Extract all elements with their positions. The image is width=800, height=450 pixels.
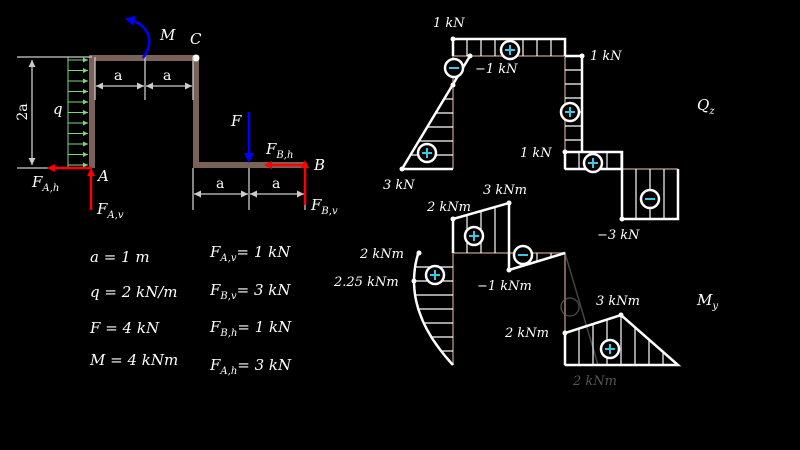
label-M: M [159,26,176,44]
minus-sign-icon [443,57,465,79]
distributed-load-q [67,57,88,168]
plus-sign-icon [599,338,621,360]
shear-value: 1 kN [433,16,465,31]
minus-sign-icon [639,188,661,210]
moment-value-faded: 2 kNm [572,374,617,389]
moment-value: 2.25 kNm [333,275,399,290]
plus-sign-icon [499,39,521,61]
dim-label-a: a [272,176,280,192]
plus-sign-icon [424,264,446,286]
label-FBv: FB,v [310,196,338,217]
hinge-C [192,54,200,62]
label-FAh: FA,h [31,173,59,194]
given-M: M = 4 kNm [89,351,178,369]
moment-value: 2 kNm [504,326,549,341]
dim-label-a: a [114,68,122,84]
moment-value: −1 kNm [477,279,532,294]
plus-sign-icon [559,101,581,123]
dimension-lines [17,56,306,210]
moment-value: 3 kNm [483,183,527,198]
result-FAv: FA,v= 1 kN [209,243,291,264]
moment-value: 2 kNm [426,200,471,215]
shear-value: −1 kN [475,62,518,77]
reaction-results: FA,v= 1 kN FB,v= 3 kN FB,h= 1 kN FA,h= 3… [209,243,292,377]
plus-sign-icon [416,142,438,164]
dim-label-2a: 2a [15,103,31,120]
given-a: a = 1 m [90,248,150,266]
structure: 2a a a a a q M C F B A FB,h FB,v FA,h FA… [15,15,338,221]
label-q: q [53,100,63,118]
result-FBh: FB,h= 1 kN [209,318,292,339]
label-A: A [96,167,109,185]
result-FBv: FB,v= 3 kN [209,281,291,302]
plus-sign-icon [463,225,485,247]
shear-value: 1 kN [590,49,622,64]
label-B: B [313,156,325,174]
label-FBh: FB,h [265,140,293,161]
given-q: q = 2 kN/m [90,283,178,301]
shear-diagram-title: Qz [697,96,715,117]
minus-sign-icon [512,244,534,266]
shear-diagram: 1 kN −1 kN 1 kN 3 kN 1 kN −3 kN Qz [383,16,715,243]
dim-label-a: a [216,176,224,192]
moment-value: 3 kNm [596,294,640,309]
moment-diagram-title: My [696,291,718,312]
given-F: F = 4 kN [89,319,160,337]
shear-value: 3 kN [383,178,415,193]
result-FAh: FA,h= 3 kN [209,356,292,377]
label-C: C [190,30,202,48]
plus-sign-icon [582,152,604,174]
label-F: F [230,112,242,130]
shear-value: 1 kN [520,146,552,161]
given-values: a = 1 m q = 2 kN/m F = 4 kN M = 4 kNm [89,248,178,369]
shear-value: −3 kN [597,228,640,243]
moment-value: 2 kNm [359,247,404,262]
dim-label-a: a [163,68,171,84]
moment-diagram: 2 kNm 2 kNm 3 kNm 2 kNm 2.25 kNm −1 kNm … [333,183,718,389]
label-FAv: FA,v [96,200,124,221]
moment-M-arrow [125,15,151,59]
